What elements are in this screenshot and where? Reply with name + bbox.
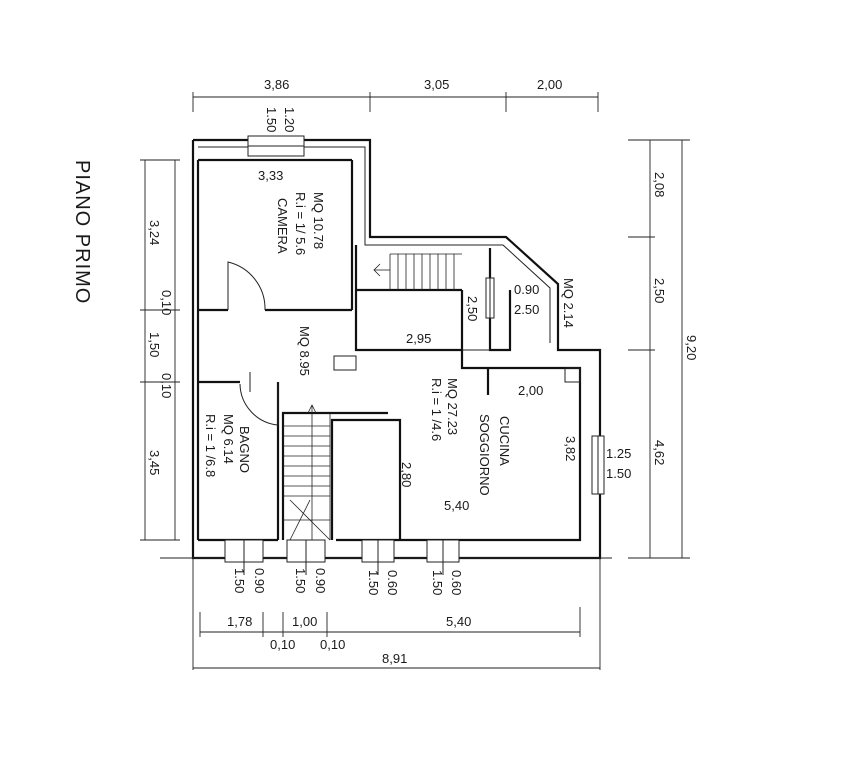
- camera-name: CAMERA: [275, 198, 290, 254]
- win-small-w: 0.90: [514, 282, 539, 297]
- dim-bottom-total: 8,91: [382, 651, 407, 666]
- win-b1-h: 1.50: [232, 568, 247, 593]
- stairs-upper: [373, 253, 462, 290]
- dim-kitchen-inner: 2,80: [399, 462, 414, 487]
- win-top-h: 1.50: [264, 107, 279, 132]
- dim-left-1: 3,24: [147, 220, 162, 245]
- dim-camera-width: 3,33: [258, 168, 283, 183]
- dim-top-3: 2,00: [537, 77, 562, 92]
- dim-bottom-3: 5,40: [446, 614, 471, 629]
- stairs-lower: [283, 404, 331, 541]
- dim-top-1: 3,86: [264, 77, 289, 92]
- bagno-ratio: R.i = 1 /6.8: [203, 414, 218, 477]
- dim-left-3: 1,50: [147, 332, 162, 357]
- win-b3-w: 0.60: [385, 570, 400, 595]
- camera-ratio: R.i = 1/ 5.6: [293, 192, 308, 255]
- win-top-w: 1.20: [282, 107, 297, 132]
- walls: [160, 138, 612, 560]
- win-b1-w: 0.90: [252, 568, 267, 593]
- plan-title: PIANO PRIMO: [71, 160, 93, 304]
- dim-right-total: 9,20: [684, 335, 699, 360]
- dim-bottom-1: 1,78: [227, 614, 252, 629]
- win-b4-h: 1.50: [430, 570, 445, 595]
- win-b2-h: 1.50: [293, 568, 308, 593]
- room-small: MQ 2.14: [561, 278, 576, 328]
- cucina-area: MQ 27.23: [445, 378, 460, 435]
- dim-bottom-wall-1: 0,10: [270, 637, 295, 652]
- dim-bottom-2: 1,00: [292, 614, 317, 629]
- dim-left-2: 0,10: [159, 290, 174, 315]
- win-right-w: 1.25: [606, 446, 631, 461]
- dim-kitchen-right: 3,82: [563, 436, 578, 461]
- left-dimensions: 3,24 0,10 1,50 0,10 3,45: [140, 159, 180, 541]
- kitchen-corner: [564, 367, 581, 383]
- bagno-area: MQ 6.14: [221, 414, 236, 464]
- windows: [224, 135, 605, 575]
- dim-bottom-wall-2: 0,10: [320, 637, 345, 652]
- disimpegno-area: MQ 8.95: [297, 326, 312, 376]
- dim-kitchen-top: 2,00: [518, 383, 543, 398]
- doors: [227, 261, 279, 426]
- column-element: [333, 355, 357, 371]
- dim-right-2: 2,50: [652, 278, 667, 303]
- cucina-name-1: CUCINA: [497, 416, 512, 466]
- right-dimensions: 2,08 2,50 4,62 9,20: [628, 139, 699, 559]
- room-cucina: MQ 27.23 R.i = 1 /4.6 CUCINA SOGGIORNO: [429, 378, 512, 496]
- win-small-h: 2.50: [514, 302, 539, 317]
- cucina-name-2: SOGGIORNO: [477, 414, 492, 496]
- dim-right-1: 2,08: [652, 172, 667, 197]
- room-camera: MQ 10.78 R.i = 1/ 5.6 CAMERA: [275, 192, 326, 255]
- win-b2-w: 0.90: [313, 568, 328, 593]
- dim-left-4: 0,10: [159, 373, 174, 398]
- dim-top-2: 3,05: [424, 77, 449, 92]
- bagno-name: BAGNO: [237, 426, 252, 473]
- small-area: MQ 2.14: [561, 278, 576, 328]
- camera-area: MQ 10.78: [311, 192, 326, 249]
- window-labels: 1.20 1.50 0.90 2.50 1.25 1.50 0.90 1.50 …: [232, 107, 631, 595]
- dim-kitchen-width: 5,40: [444, 498, 469, 513]
- top-dimensions: 3,86 3,05 2,00: [192, 77, 599, 112]
- dim-stair-height: 2,50: [465, 296, 480, 321]
- dim-stair-width: 2,95: [406, 331, 431, 346]
- bottom-dimensions: 1,78 1,00 5,40 0,10 0,10 8,91: [192, 558, 601, 670]
- dim-left-5: 3,45: [147, 450, 162, 475]
- cucina-ratio: R.i = 1 /4.6: [429, 378, 444, 441]
- win-right-h: 1.50: [606, 466, 631, 481]
- win-b3-h: 1.50: [366, 570, 381, 595]
- room-bagno: BAGNO MQ 6.14 R.i = 1 /6.8: [203, 414, 252, 477]
- win-b4-w: 0.60: [449, 570, 464, 595]
- dim-right-3: 4,62: [652, 440, 667, 465]
- interior-dimensions: 3,33 2,95 2,50 2,00 3,82 2,80 5,40: [258, 168, 578, 513]
- room-disimpegno: MQ 8.95: [297, 326, 312, 376]
